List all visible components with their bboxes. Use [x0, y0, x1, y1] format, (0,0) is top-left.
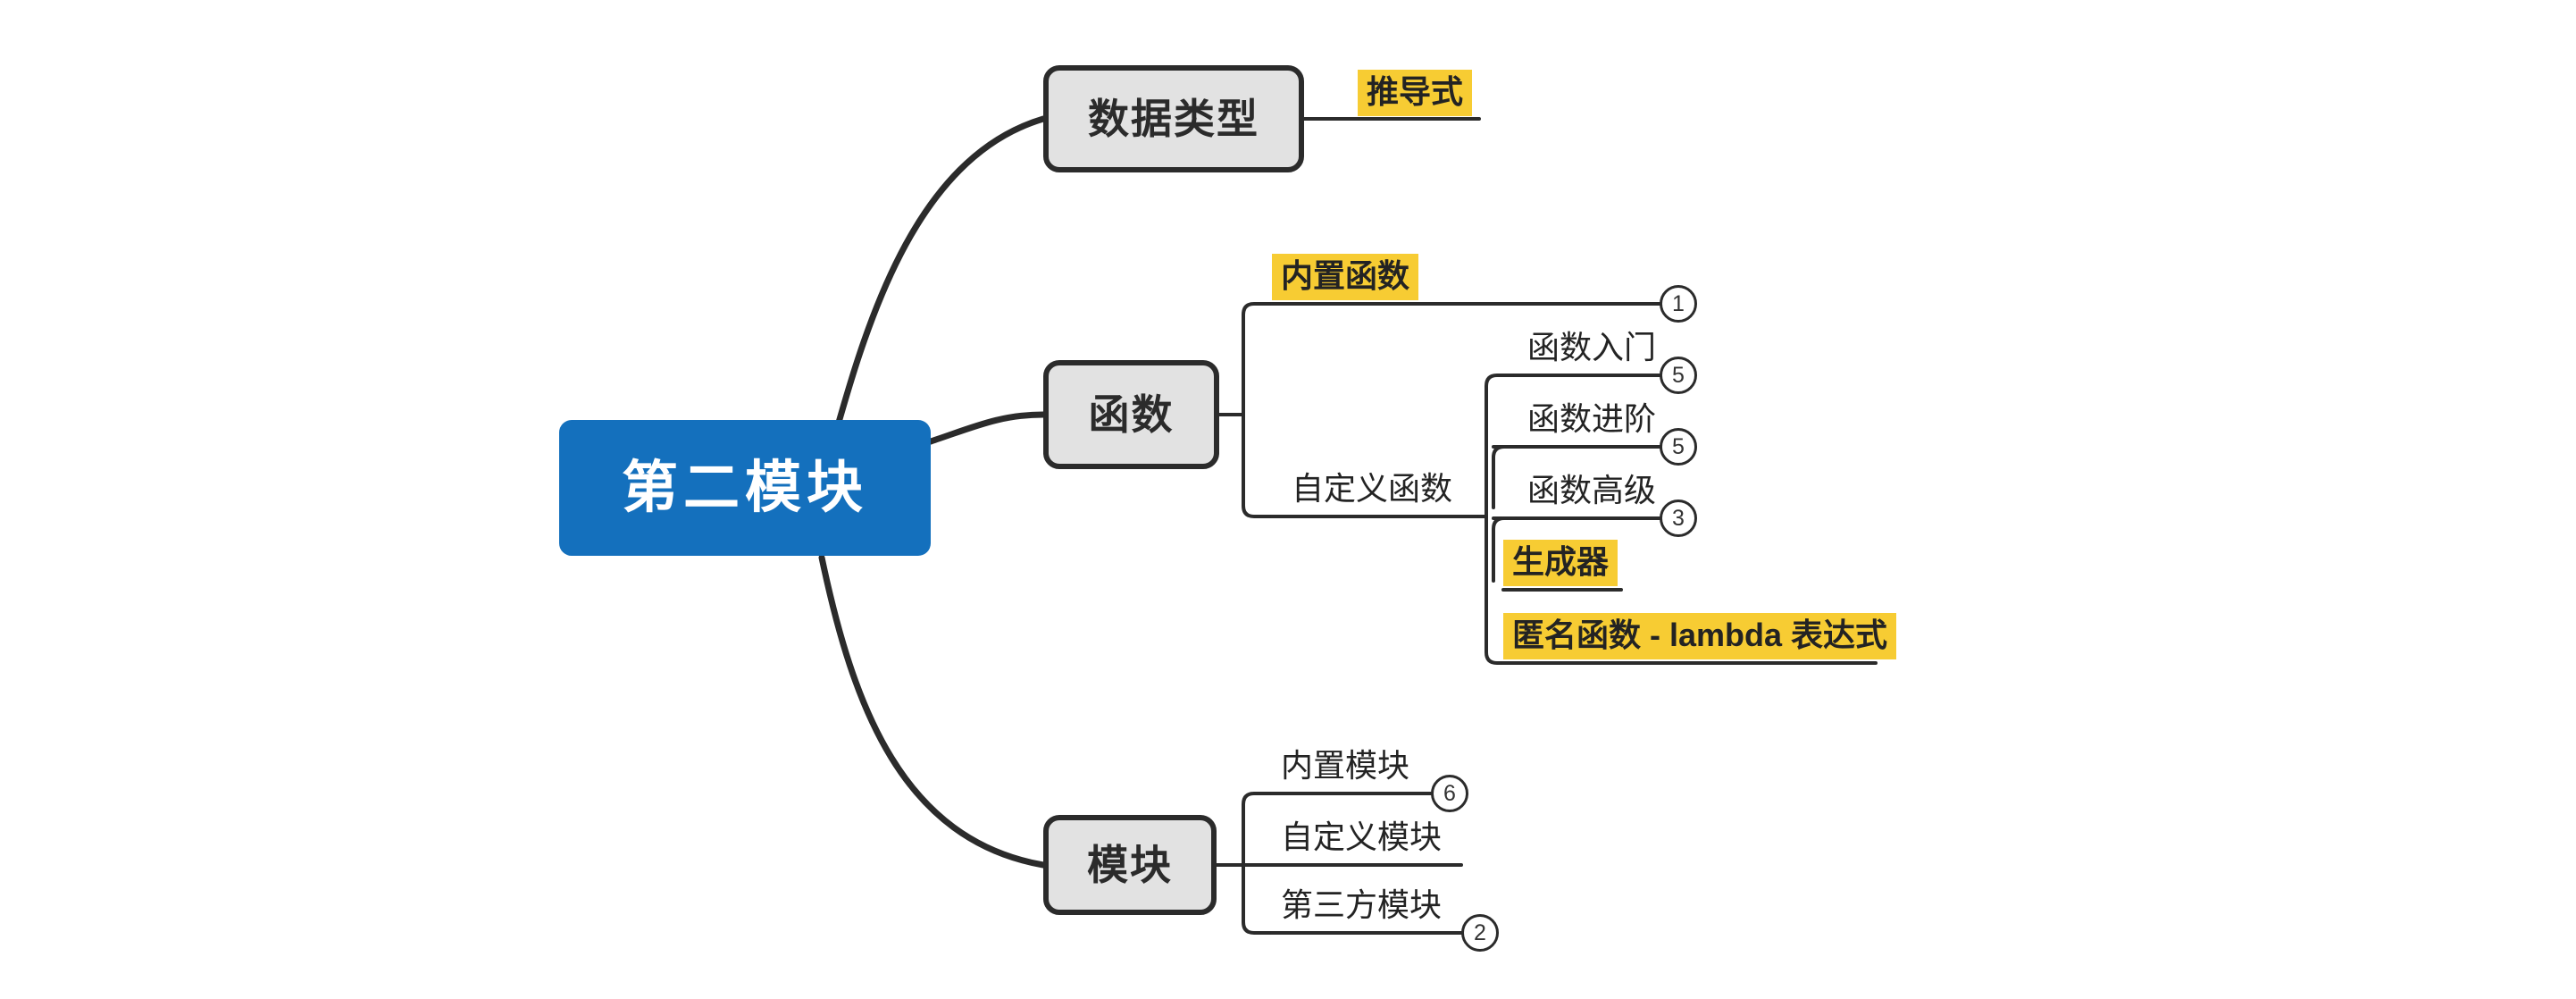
branch-node-data-types[interactable]: 数据类型: [1043, 65, 1304, 172]
badge-third-party-module-value: 2: [1474, 919, 1486, 945]
leaf-function-intermediate[interactable]: 函数进阶: [1518, 397, 1665, 443]
leaf-third-party-module-label: 第三方模块: [1281, 886, 1443, 923]
leaf-function-intro[interactable]: 函数入门: [1518, 325, 1665, 372]
leaf-function-advanced[interactable]: 函数高级: [1518, 468, 1665, 515]
badge-builtin-module-value: 6: [1443, 780, 1456, 806]
branch-node-data-types-label: 数据类型: [1088, 96, 1259, 142]
wire-sub-bracket-mid-a: [1492, 445, 1517, 509]
leaf-lambda-label: 匿名函数 - lambda 表达式: [1503, 613, 1897, 659]
badge-function-intro-value: 5: [1672, 362, 1685, 388]
leaf-third-party-module[interactable]: 第三方模块: [1272, 883, 1451, 929]
leaf-function-intro-label: 函数入门: [1527, 329, 1657, 365]
badge-function-intro: 5: [1660, 357, 1697, 394]
badge-builtin-module: 6: [1431, 775, 1468, 812]
leaf-generator-label: 生成器: [1503, 540, 1618, 586]
leaf-custom-function[interactable]: 自定义函数: [1283, 466, 1461, 513]
leaf-custom-module-label: 自定义模块: [1281, 819, 1443, 855]
badge-builtin-function-value: 1: [1672, 290, 1685, 316]
branch-node-functions[interactable]: 函数: [1043, 360, 1219, 469]
leaf-custom-module[interactable]: 自定义模块: [1272, 815, 1451, 861]
leaf-function-advanced-label: 函数高级: [1527, 472, 1657, 508]
branch-node-modules-label: 模块: [1087, 842, 1173, 888]
leaf-lambda[interactable]: 匿名函数 - lambda 表达式: [1503, 613, 1897, 659]
leaf-builtin-module[interactable]: 内置模块: [1272, 743, 1418, 790]
branch-node-functions-label: 函数: [1088, 391, 1175, 438]
leaf-generator[interactable]: 生成器: [1503, 540, 1618, 586]
badge-function-advanced: 3: [1660, 500, 1697, 537]
branch-node-modules[interactable]: 模块: [1043, 815, 1217, 915]
badge-function-intermediate: 5: [1660, 428, 1697, 466]
root-node-second-module[interactable]: 第二模块: [559, 420, 931, 556]
wire-functions-bracket: [1242, 302, 1274, 518]
root-node-label: 第二模块: [622, 456, 868, 519]
leaf-builtin-function[interactable]: 内置函数: [1272, 254, 1419, 300]
badge-builtin-function: 1: [1660, 285, 1697, 323]
badge-function-intermediate-value: 5: [1672, 433, 1685, 459]
leaf-builtin-function-label: 内置函数: [1272, 254, 1419, 300]
leaf-function-intermediate-label: 函数进阶: [1527, 400, 1657, 437]
leaf-derivation[interactable]: 推导式: [1358, 70, 1473, 116]
wire-root-to-functions: [927, 411, 1047, 445]
wire-root-to-modules: [818, 554, 1047, 869]
leaf-custom-function-label: 自定义函数: [1292, 470, 1453, 507]
wire-modules-bracket: [1242, 792, 1274, 935]
badge-third-party-module: 2: [1461, 914, 1499, 952]
leaf-builtin-module-label: 内置模块: [1281, 747, 1410, 784]
leaf-derivation-label: 推导式: [1358, 70, 1473, 116]
badge-function-advanced-value: 3: [1672, 505, 1685, 531]
